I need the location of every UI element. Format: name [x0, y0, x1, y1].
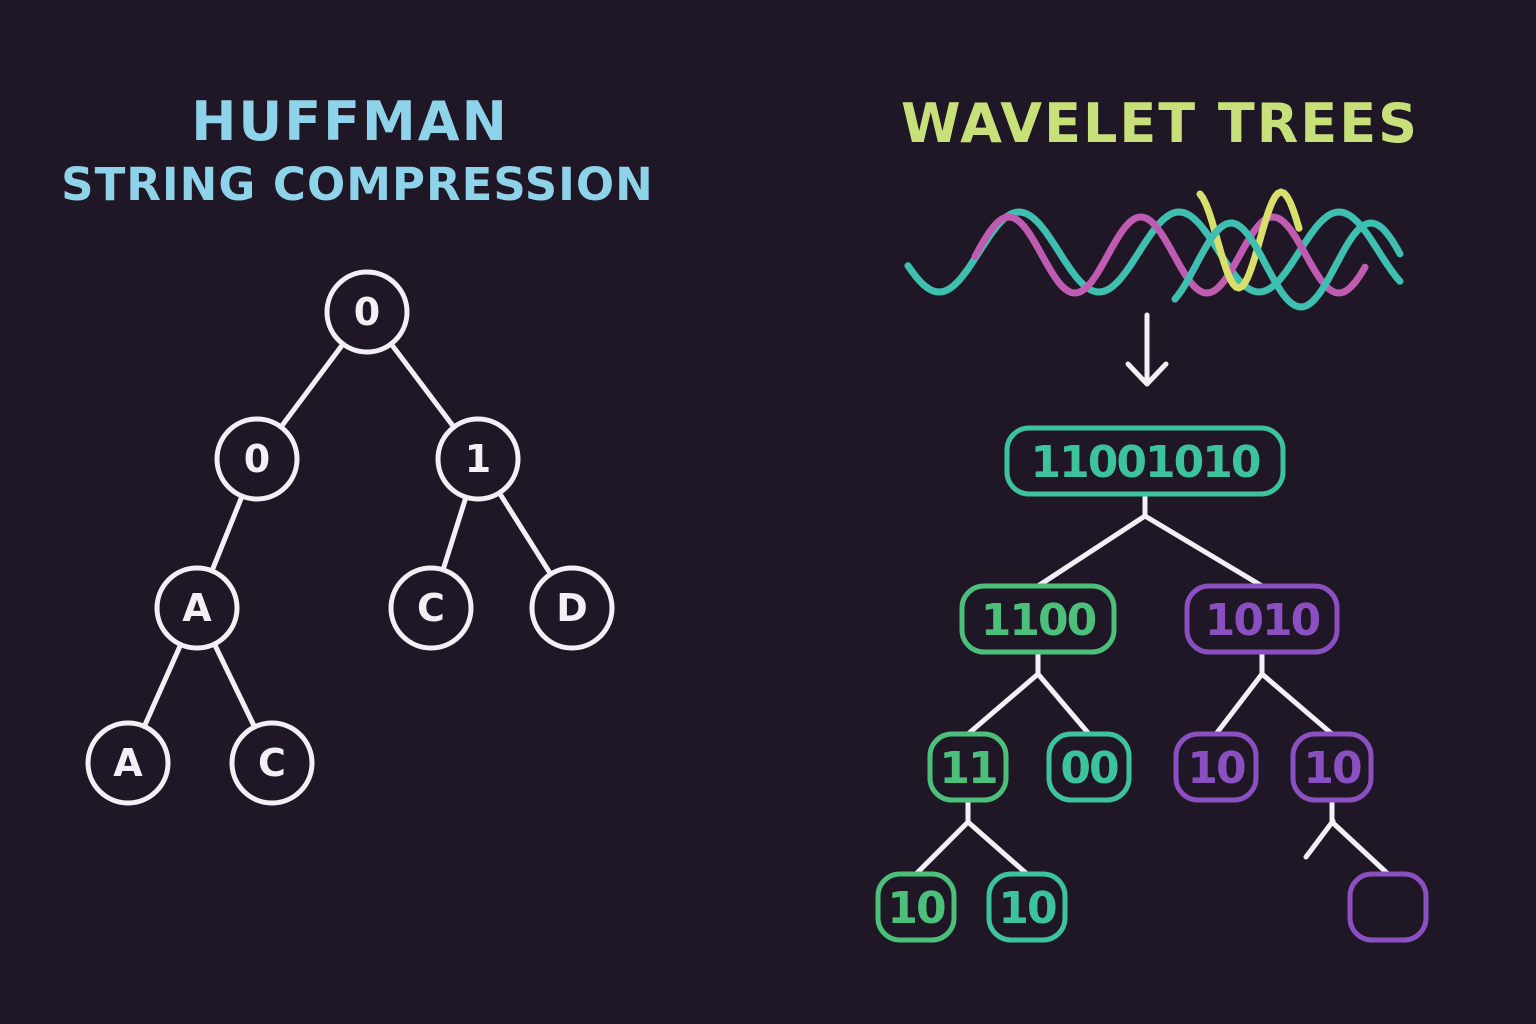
wavelet-node: 10: [1173, 731, 1259, 803]
huffman-node-label: 0: [244, 437, 270, 481]
wavelet-node: 11: [927, 731, 1009, 803]
huffman-edge: [440, 494, 469, 573]
wavelet-edge: [913, 797, 971, 877]
huffman-title: HUFFMAN: [191, 90, 509, 153]
huffman-subtitle: STRING COMPRESSION: [61, 158, 654, 211]
wave-line: [971, 213, 1369, 297]
huffman-edge: [211, 641, 258, 730]
huffman-edge: [388, 341, 457, 430]
huffman-edge: [278, 341, 346, 430]
huffman-edges: [141, 341, 554, 730]
wavelet-edges: [913, 491, 1391, 877]
wavelet-edge: [1213, 649, 1265, 737]
wavelet-node: 11001010: [1004, 425, 1286, 497]
wavelet-edge-stub: [1303, 818, 1336, 860]
huffman-node: D: [529, 565, 615, 651]
huffman-node-label: C: [417, 586, 445, 630]
huffman-node: A: [85, 720, 171, 806]
huffman-node: A: [154, 565, 240, 651]
wavelet-node: 10: [986, 871, 1068, 943]
wavelet-edge: [965, 649, 1041, 737]
huffman-node-label: 1: [465, 437, 491, 481]
wavelet-edge: [965, 797, 1030, 877]
huffman-node: C: [229, 720, 315, 806]
wavelet-node-label: 11001010: [1031, 437, 1260, 488]
wavelet-node-label: 00: [1060, 743, 1118, 794]
huffman-edge: [496, 490, 554, 577]
huffman-edge: [209, 493, 245, 574]
huffman-node: 0: [324, 269, 410, 355]
wavelet-node-label: 10: [998, 883, 1056, 934]
huffman-node: 0: [214, 416, 300, 502]
wavelet-node: 00: [1046, 731, 1132, 803]
wavelet-node: 10: [1290, 731, 1374, 803]
huffman-node-label: A: [113, 741, 143, 785]
huffman-node-label: C: [258, 741, 286, 785]
wavelet-trees-title: WAVELET TREES: [901, 92, 1419, 155]
wavelet-node: [1347, 871, 1429, 943]
wavelet-edge: [1259, 649, 1335, 737]
huffman-edge: [141, 642, 184, 729]
wavelet-node-label: 1010: [1205, 595, 1320, 646]
wavelet-edge: [1035, 649, 1092, 737]
wavelet-node-label: 10: [887, 883, 945, 934]
huffman-node-label: A: [182, 586, 212, 630]
wavelet-node: 1010: [1184, 583, 1340, 655]
wavelet-node: 1100: [959, 583, 1117, 655]
wavelet-node-label: 10: [1187, 743, 1245, 794]
wavelet-edge: [1035, 491, 1148, 589]
huffman-node-label: 0: [354, 290, 380, 334]
wave-line: [1171, 219, 1404, 311]
huffman-node: 1: [435, 416, 521, 502]
wavelet-node: 10: [875, 871, 957, 943]
wavelet-node-label: 11: [939, 743, 996, 794]
down-arrow-icon: [1125, 312, 1169, 387]
huffman-node-label: D: [556, 586, 588, 630]
wave-signal-illustration: [904, 188, 1404, 311]
wavelet-edge: [1329, 797, 1391, 877]
wavelet-edge: [1142, 491, 1265, 589]
wavelet-node-label: 10: [1303, 743, 1361, 794]
huffman-node: C: [388, 565, 474, 651]
wavelet-node-label: 1100: [981, 595, 1096, 646]
huffman-tree: 0 0 1A C D A C: [85, 269, 615, 806]
